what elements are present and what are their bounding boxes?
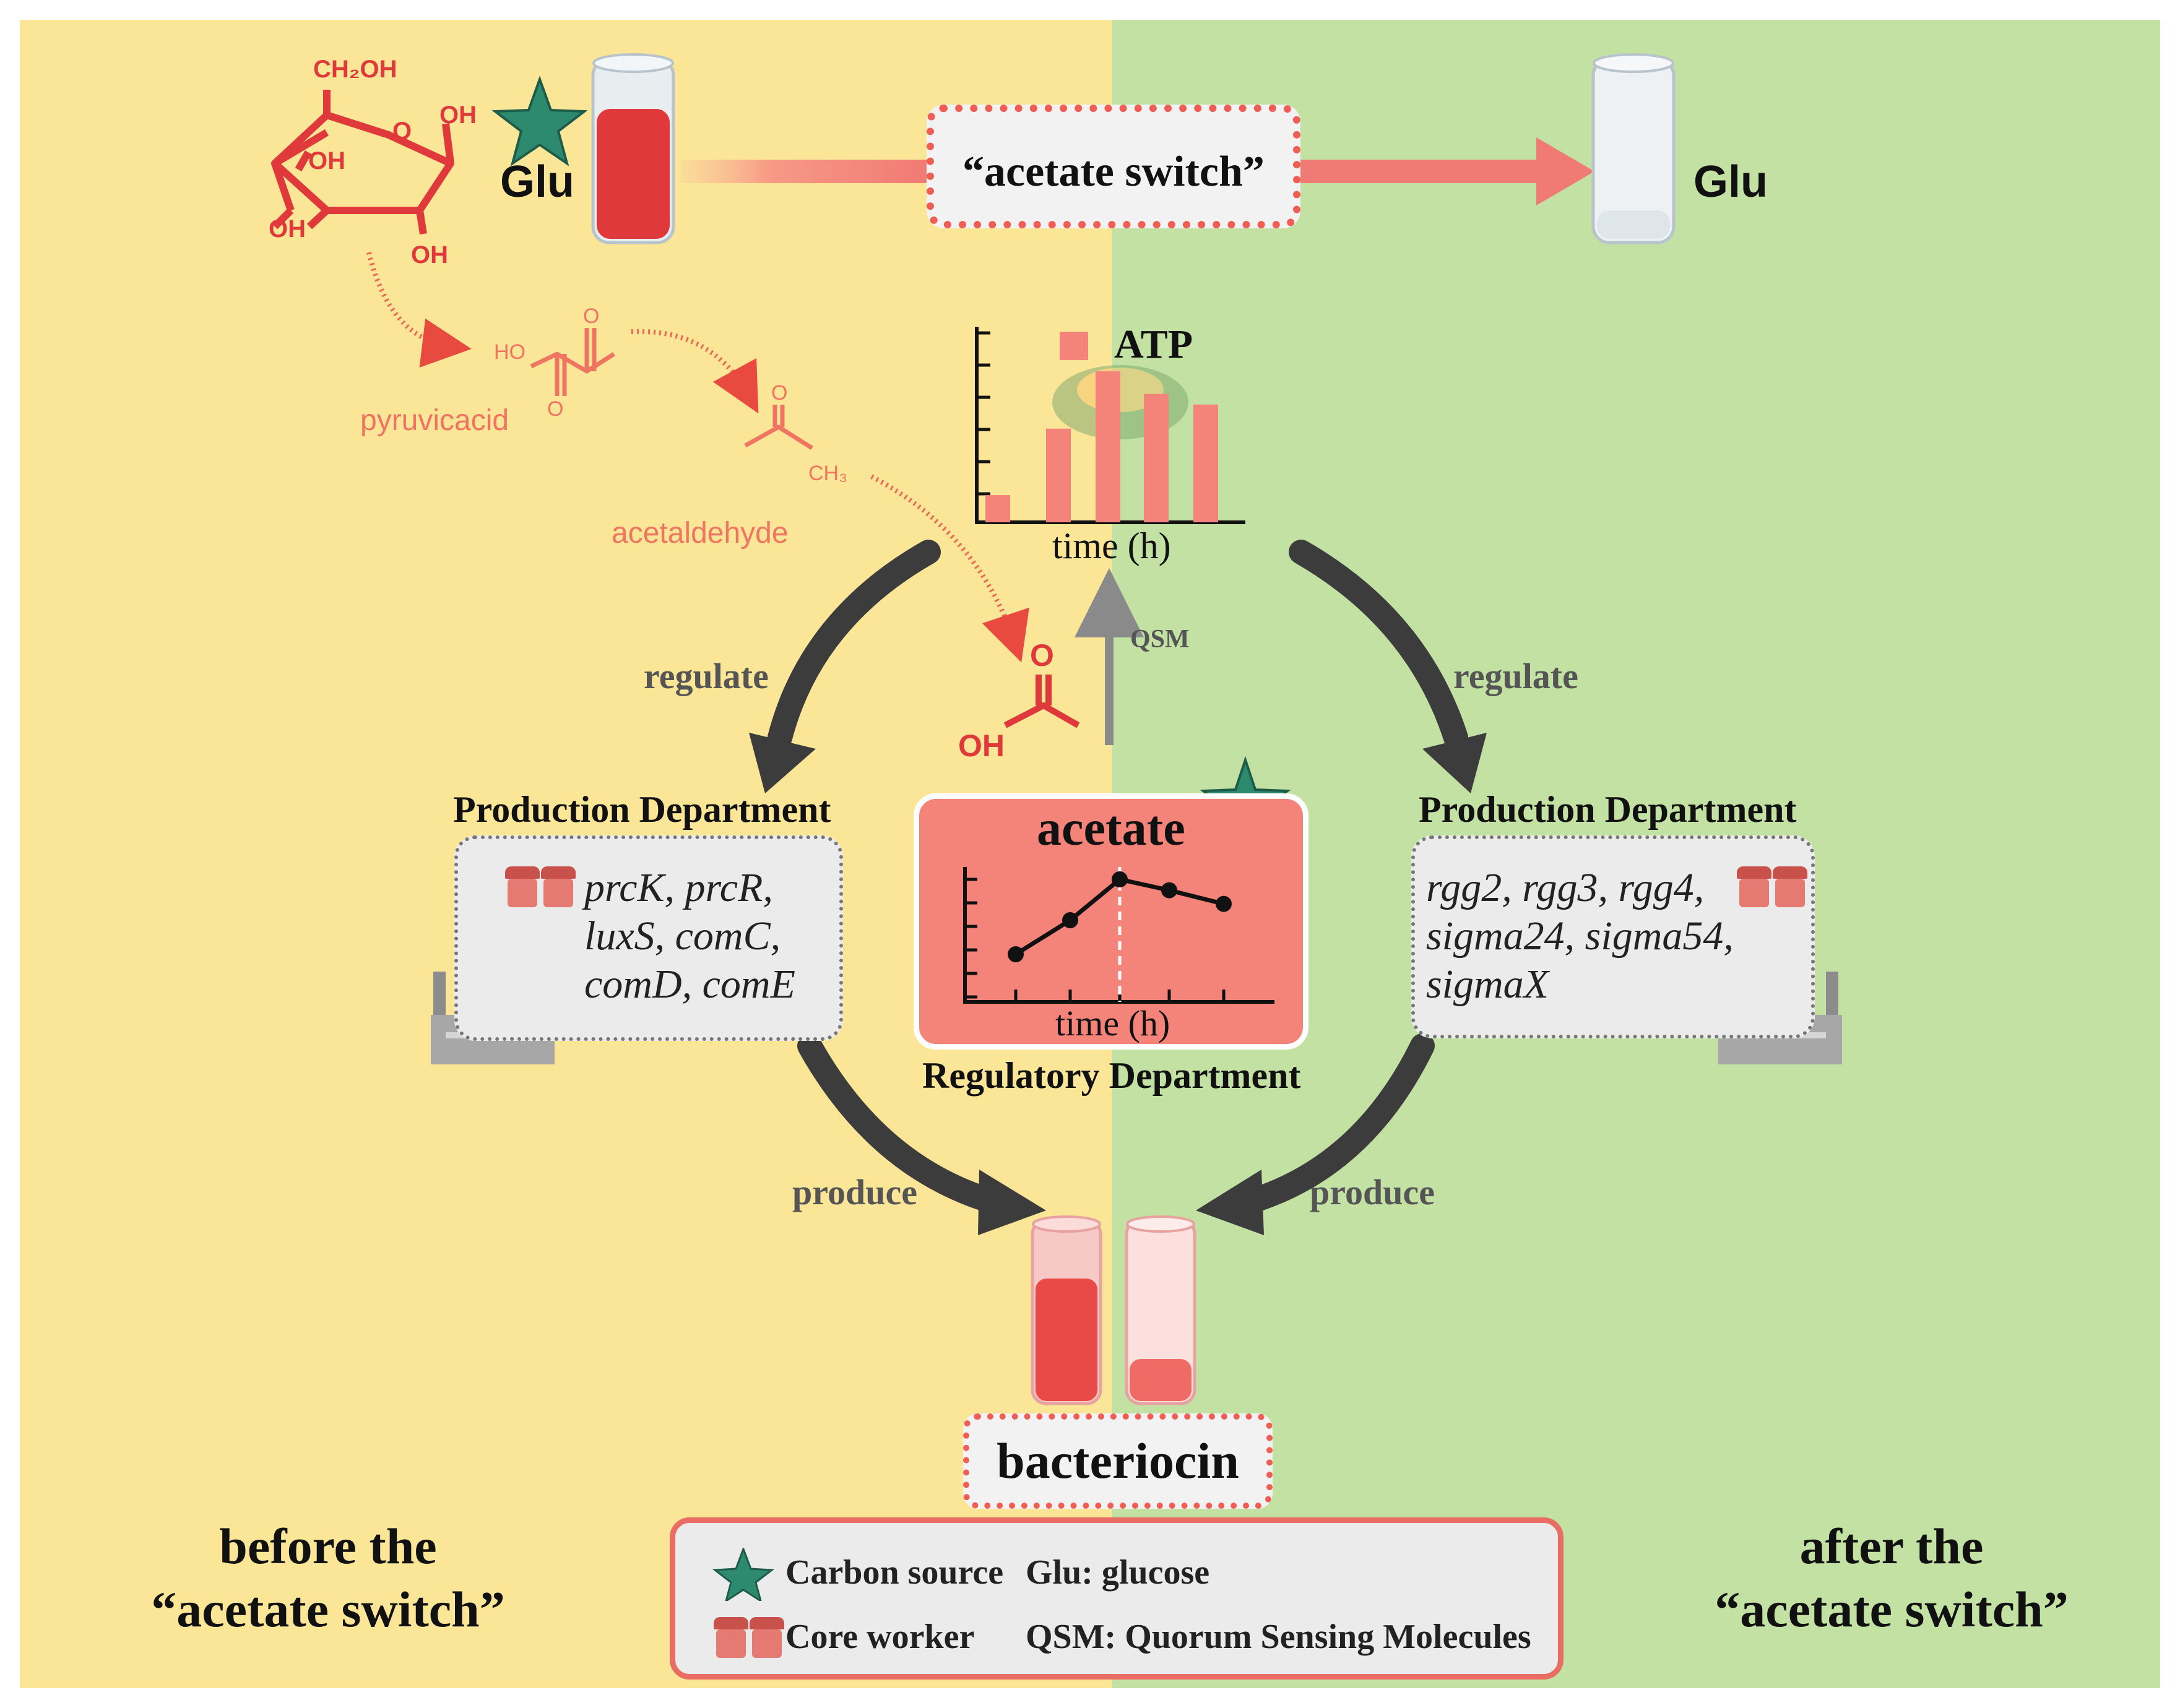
- worker-icon: [505, 860, 577, 910]
- ch3-label: CH₃: [808, 462, 847, 485]
- pyruvic-ho-label: HO: [494, 340, 526, 364]
- test-tube-icon: [1031, 1215, 1102, 1405]
- production-department-title-right: Production Department: [1419, 789, 1797, 830]
- atp-bar: [985, 495, 1010, 522]
- test-tube-icon: [591, 53, 675, 244]
- regulatory-department-box: acetate time (h): [914, 793, 1308, 1050]
- legend-qsm-definition: QSM: Quorum Sensing Molecules: [1026, 1618, 1531, 1656]
- gene-list-line: prcK, prcR,: [584, 865, 773, 910]
- glu-label-left: Glu: [500, 157, 574, 207]
- acetate-data-point: [1161, 882, 1177, 899]
- acetate-data-point: [1008, 946, 1024, 962]
- glu-label-right: Glu: [1693, 157, 1768, 207]
- pyruvic-o-label: O: [583, 304, 600, 328]
- legend-carbon-source: Carbon source: [785, 1553, 1004, 1592]
- regulatory-department-label: Regulatory Department: [922, 1055, 1301, 1096]
- legend-glu-definition: Glu: glucose: [1026, 1553, 1210, 1592]
- legend-core-worker: Core worker: [785, 1618, 975, 1656]
- glucose-oh-label: OH: [308, 147, 345, 175]
- glucose-oh-label: OH: [269, 215, 306, 243]
- atp-legend-swatch: [1060, 332, 1088, 360]
- test-tube-icon: [1125, 1215, 1196, 1405]
- acetaldehyde-o-label: O: [771, 381, 788, 405]
- acetic-oh-label: OH: [958, 728, 1005, 763]
- production-department-box-left: prcK, prcR, luxS, comC, comD, comE: [454, 835, 843, 1041]
- flow-arrows: [749, 540, 1487, 1235]
- acetic-acid-structure: [1003, 675, 1080, 728]
- acetate-data-point: [1112, 871, 1128, 887]
- acetaldehyde-label: acetaldehyde: [612, 517, 789, 550]
- gene-list-line: rgg2, rgg3, rgg4,: [1426, 865, 1705, 910]
- before-label-line1: before the: [219, 1518, 437, 1574]
- atp-legend-label: ATP: [1114, 322, 1193, 367]
- glucose-oh-label: OH: [439, 101, 477, 129]
- after-label-line1: after the: [1799, 1518, 1984, 1574]
- before-label-line2: “acetate switch”: [151, 1581, 505, 1637]
- acetate-data-point: [1216, 895, 1232, 912]
- gene-list-line: luxS, comC,: [584, 913, 781, 959]
- bacteriocin-box: bacteriocin: [963, 1413, 1273, 1509]
- acetate-chart: [963, 867, 1274, 1004]
- atp-bar: [1096, 371, 1120, 522]
- pathway-arrows: [366, 252, 1029, 663]
- glucose-ch2oh-label: CH₂OH: [313, 56, 397, 83]
- atp-x-axis-label: time (h): [1052, 525, 1171, 566]
- atp-bar: [1144, 394, 1169, 522]
- production-department-box-right: rgg2, rgg3, rgg4, sigma24, sigma54, sigm…: [1411, 835, 1815, 1038]
- pyruvic-acid-structure: [530, 328, 615, 396]
- bacteriocin-label: bacteriocin: [997, 1433, 1239, 1489]
- pyruvic-acid-label: pyruvicacid: [360, 404, 509, 437]
- glucose-oh-label: OH: [411, 241, 448, 269]
- regulate-label-left: regulate: [644, 656, 769, 696]
- legend-box: Carbon source Glu: glucose Core worker Q…: [670, 1517, 1564, 1680]
- atp-chart: [975, 327, 1245, 524]
- production-department-title-left: Production Department: [453, 789, 831, 830]
- pyruvic-o-label: O: [547, 397, 564, 421]
- star-icon: [491, 75, 588, 166]
- glucose-ring-o-label: O: [392, 118, 412, 145]
- gene-list-line: sigma24, sigma54,: [1426, 913, 1734, 959]
- test-tube-icon: [1591, 53, 1676, 244]
- produce-label-left: produce: [792, 1172, 917, 1212]
- glucose-structure: [271, 90, 454, 235]
- acetic-o-label: O: [1030, 638, 1054, 673]
- acetate-data-point: [1062, 912, 1078, 928]
- acetate-switch-label: “acetate switch”: [962, 148, 1265, 196]
- atp-bar: [1193, 404, 1218, 522]
- produce-label-right: produce: [1310, 1172, 1435, 1212]
- qsm-label: QSM: [1130, 625, 1190, 653]
- star-icon: [712, 1548, 774, 1601]
- acetate-x-axis-label: time (h): [1055, 1003, 1170, 1043]
- gene-list-line: comD, comE: [584, 962, 795, 1007]
- acetate-switch-box: “acetate switch”: [927, 105, 1300, 228]
- after-label-line2: “acetate switch”: [1715, 1581, 2069, 1637]
- atp-bar: [1046, 428, 1071, 522]
- acetate-title: acetate: [1037, 801, 1185, 856]
- worker-icon: [1737, 860, 1809, 910]
- acetaldehyde-structure: [744, 405, 813, 450]
- gene-list-line: sigmaX: [1426, 962, 1549, 1007]
- switch-arrow: [681, 137, 1594, 205]
- worker-icon: [714, 1612, 785, 1662]
- regulate-label-right: regulate: [1453, 656, 1578, 696]
